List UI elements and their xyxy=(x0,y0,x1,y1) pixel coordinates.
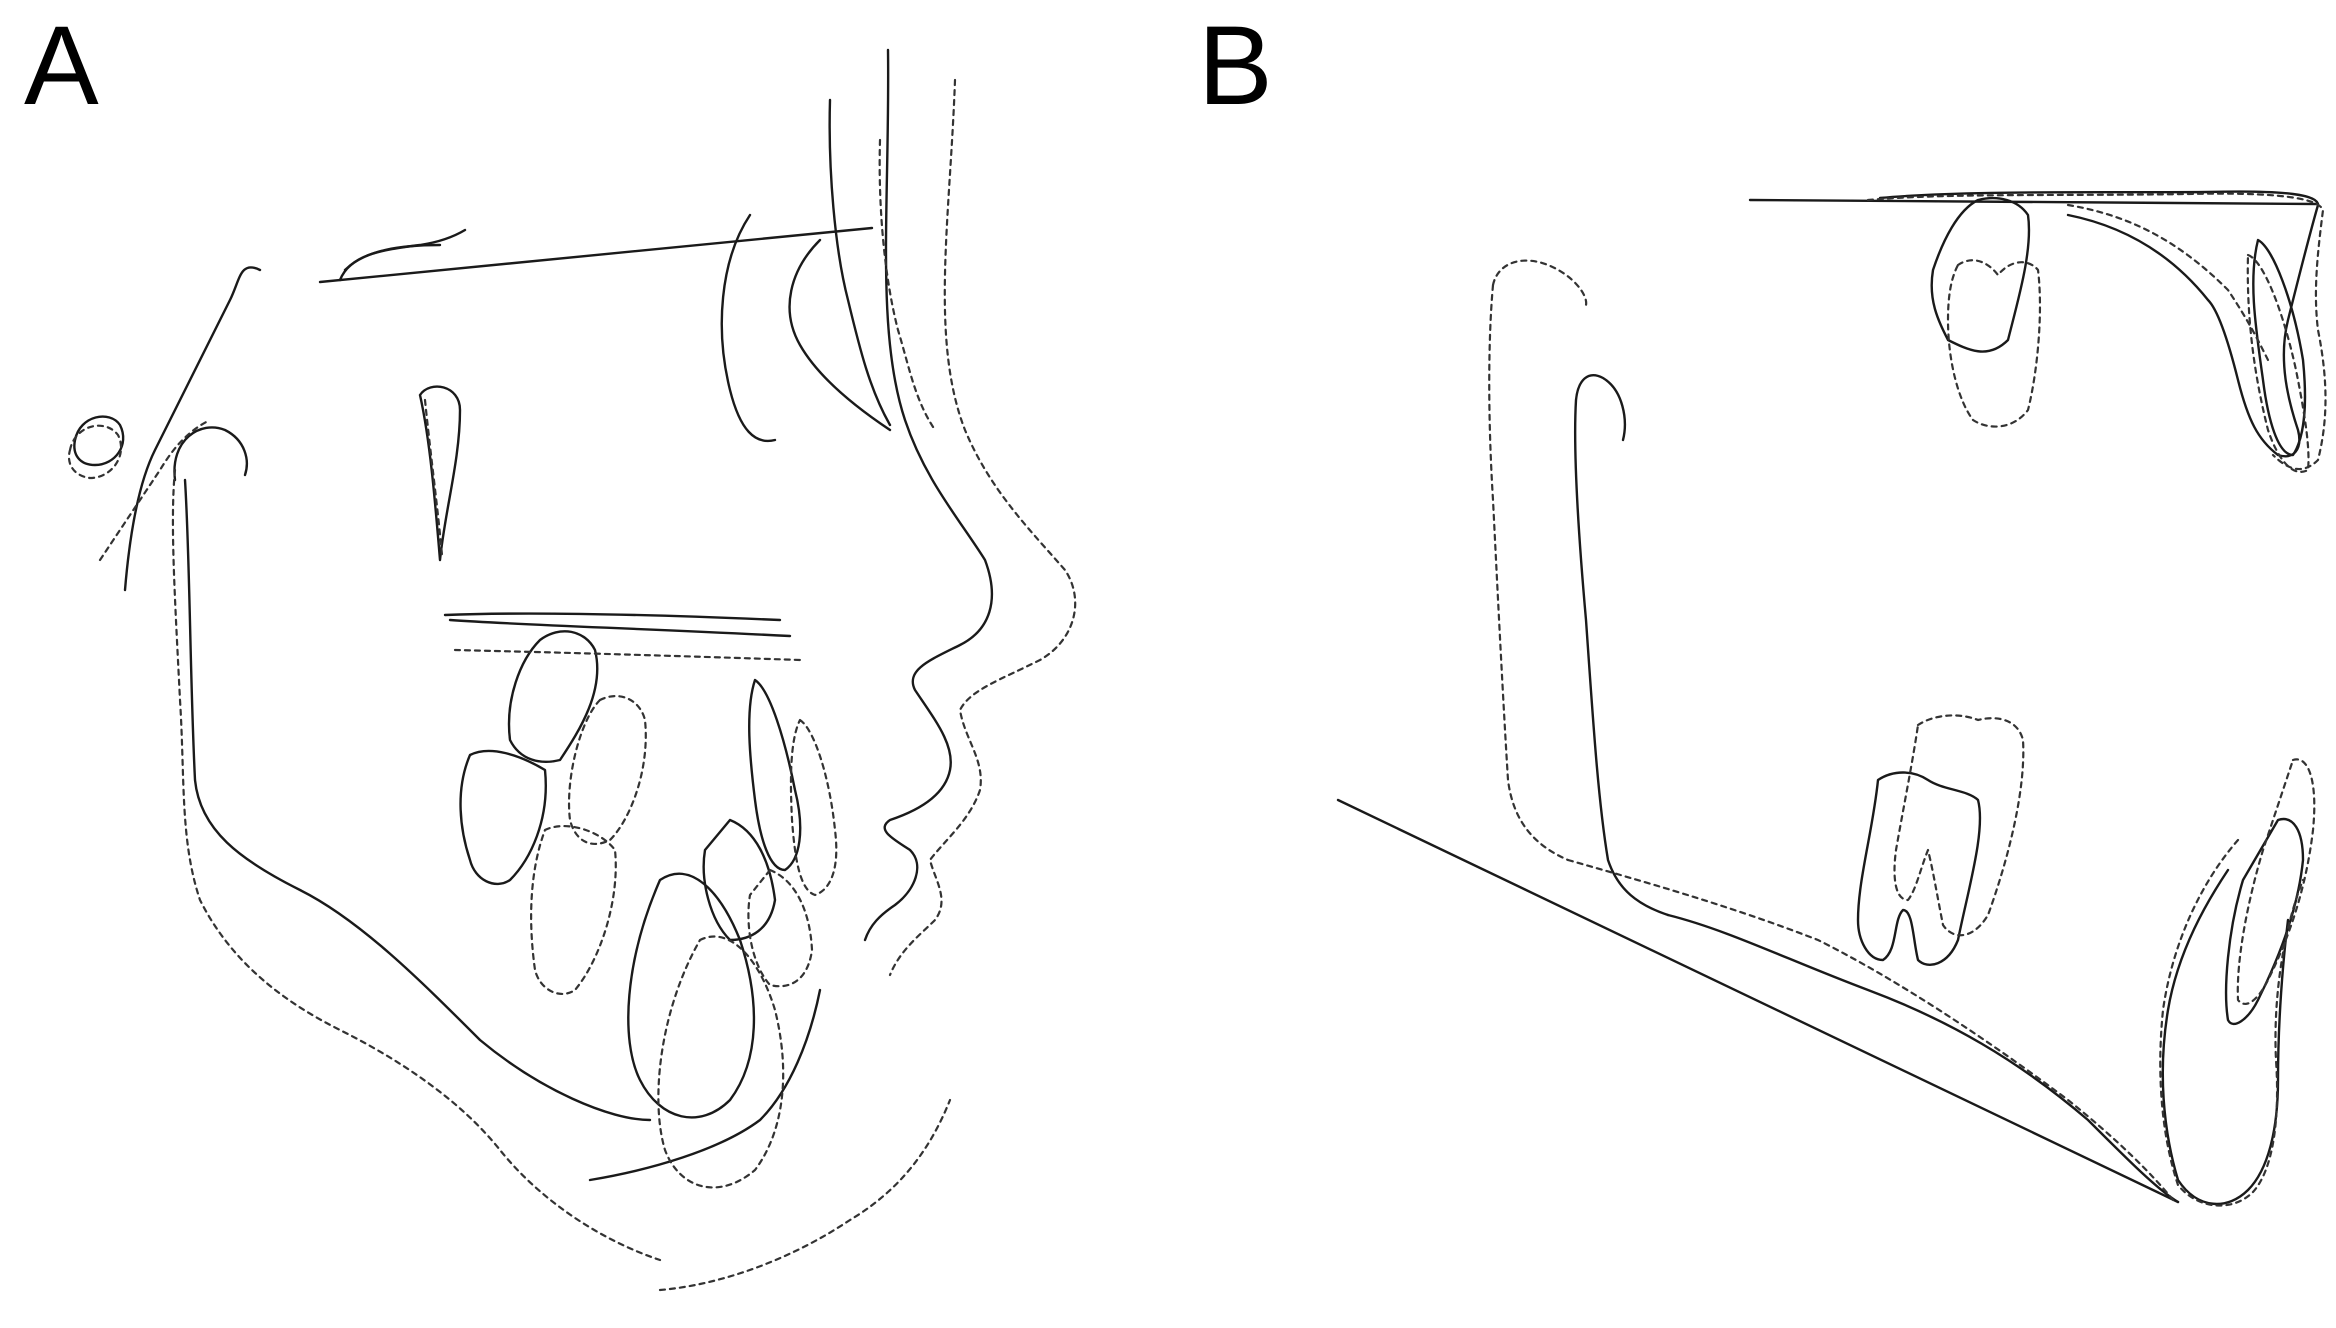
upper-molar-dashed xyxy=(567,695,647,846)
upper-molar-b xyxy=(1930,196,2031,353)
pterygomaxillary-fissure-dashed xyxy=(423,398,444,557)
pterygomaxillary-fissure xyxy=(418,385,462,562)
mandible-border-b xyxy=(1666,913,2180,1204)
upper-incisor-b xyxy=(2252,238,2307,457)
palatal-plane xyxy=(448,618,792,638)
lower-molar xyxy=(459,749,547,886)
lower-incisor-dashed xyxy=(747,868,814,988)
panel-a-tracing xyxy=(67,48,1077,1292)
panel-a-label: A xyxy=(24,3,99,128)
lower-molar-b-dashed xyxy=(1893,714,2025,937)
occlusal-plane xyxy=(443,612,782,622)
mandible-ramus xyxy=(173,426,652,1122)
panel-a-post-treatment-tracing xyxy=(67,78,1077,1292)
lower-incisor xyxy=(702,818,777,942)
panel-a-pre-treatment-tracing xyxy=(73,48,993,1182)
symphysis-dashed xyxy=(657,935,785,1189)
orbit-rim xyxy=(788,238,892,432)
mandible-border-b-dashed xyxy=(1566,858,2175,1202)
palatal-inner-dashed xyxy=(2066,203,2270,362)
maxilla-outline xyxy=(1878,190,2320,458)
soft-tissue-profile xyxy=(863,48,993,942)
chin-line-dashed xyxy=(658,1098,952,1292)
sella-outline xyxy=(338,228,467,282)
lower-molar-dashed xyxy=(530,825,617,996)
symphysis-b-dashed xyxy=(2159,838,2305,1207)
panel-b-post-treatment-tracing xyxy=(1488,192,2327,1207)
upper-incisor-b-dashed xyxy=(2246,253,2310,473)
sn-reference-line xyxy=(318,226,874,284)
symphysis xyxy=(627,872,756,1119)
lower-incisor-b-dashed xyxy=(2236,758,2316,1005)
mandible-ramus-dashed xyxy=(171,468,662,1262)
soft-tissue-profile-dashed xyxy=(888,78,1077,977)
cranial-base-dashed xyxy=(98,418,212,562)
symphysis-b xyxy=(2161,868,2290,1205)
lower-incisor-b xyxy=(2224,817,2305,1026)
panel-b-pre-treatment-tracing xyxy=(1336,190,2320,1205)
palatal-reference-line xyxy=(1748,198,2320,206)
upper-incisor xyxy=(748,678,802,872)
upper-molar xyxy=(507,630,599,763)
mandibular-plane-line xyxy=(1336,798,2180,1204)
panel-b: B xyxy=(1168,0,2336,1328)
porion-dashed xyxy=(67,424,123,480)
maxilla-outline-dashed xyxy=(1866,192,2327,471)
nasal-bone xyxy=(828,98,892,427)
porion xyxy=(73,415,125,467)
panel-b-tracing xyxy=(1336,190,2327,1207)
lower-molar-b xyxy=(1856,771,1982,966)
ramus-b xyxy=(1573,374,1670,917)
nasal-bone-dashed xyxy=(878,138,937,432)
chin-line xyxy=(588,988,822,1182)
cranial-base xyxy=(123,266,262,592)
panel-a: A xyxy=(24,3,1077,1292)
sella-inner xyxy=(343,243,442,272)
upper-incisor-dashed xyxy=(789,718,838,897)
frontal-bone xyxy=(720,213,777,443)
palatal-plane-dashed xyxy=(453,648,802,662)
ramus-b-dashed xyxy=(1488,259,1588,862)
upper-molar-b-dashed xyxy=(1946,259,2042,428)
panel-b-label: B xyxy=(1198,3,1273,128)
